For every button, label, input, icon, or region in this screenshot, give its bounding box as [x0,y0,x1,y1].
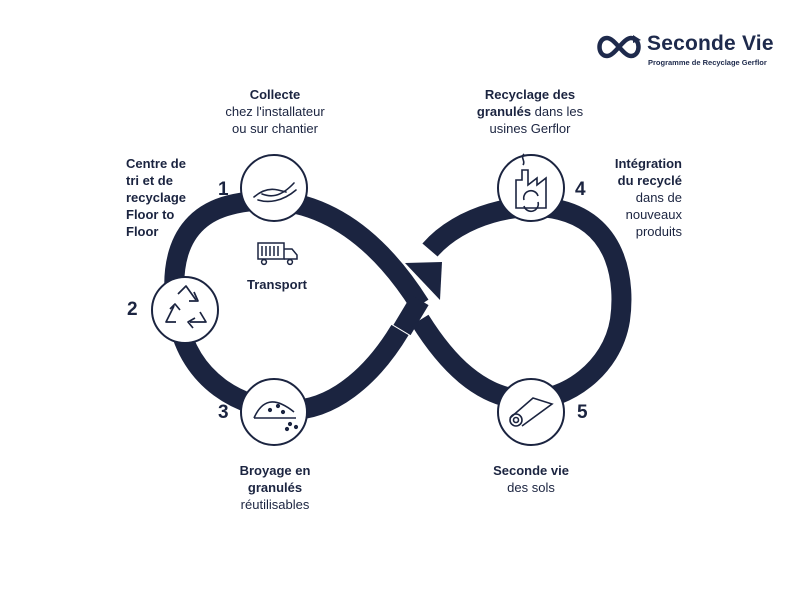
transport-label: Transport [247,277,307,292]
step-5-label: Seconde vie des sols [470,462,592,496]
step-4-title-after: dans les [531,104,584,119]
step-1-line2: ou sur chantier [232,121,318,136]
step-3-number: 3 [218,402,229,423]
step-5-number: 5 [577,402,588,423]
logo-subtitle: Programme de Recyclage Gerflor [648,58,767,67]
truck-icon [257,242,298,266]
step-2-title-line4: Floor to [126,207,175,222]
logo-title: Seconde Vie [647,32,774,55]
step-4-label: Recyclage des granulés dans les usines G… [455,86,605,137]
integration-line4: nouveaux [625,207,682,222]
floor-roll-icon [509,397,554,427]
step-circle-4 [497,154,565,222]
integration-line3: dans de [635,190,682,205]
step-1-title: Collecte [249,87,301,102]
recycle-icon [165,285,207,329]
hand-icon [253,182,297,203]
step-2-title-line1: Centre de [126,156,186,171]
step-3-title-line1: Broyage en [239,463,311,478]
step-3-label: Broyage en granulés réutilisables [215,462,335,513]
step-2-number: 2 [127,299,138,320]
step-2-title-line3: recyclage [126,190,186,205]
step-1-number: 1 [218,179,229,200]
step-4-number: 4 [575,179,586,200]
infinity-logo-icon [597,35,641,59]
step-circle-5 [497,378,565,446]
step-4-title-line2: granulés [476,104,532,119]
factory-recycle-icon [515,153,547,213]
step-2-label: Centre de tri et de recyclage Floor to F… [126,155,206,240]
integration-label: Intégration du recyclé dans de nouveaux … [598,155,682,240]
step-4-title-line1: Recyclage des [484,87,576,102]
granules-pile-icon [253,401,299,432]
step-2-title-line2: tri et de [126,173,173,188]
step-1-label: Collecte chez l'installateur ou sur chan… [205,86,345,137]
step-circle-2 [151,276,219,344]
integration-title-line1: Intégration [614,156,682,171]
step-4-line3: usines Gerflor [489,121,571,136]
integration-line5: produits [635,224,682,239]
step-3-title-line2: granulés [247,480,303,495]
step-circle-1 [240,154,308,222]
loop-arrowhead [405,262,442,300]
step-circle-3 [240,378,308,446]
step-2-title-line5: Floor [126,224,159,239]
step-5-title: Seconde vie [493,463,569,478]
integration-title-line2: du recyclé [617,173,682,188]
step-3-line3: réutilisables [240,497,310,512]
step-5-line2: des sols [507,480,555,495]
infinity-loop [164,190,632,421]
step-1-line1: chez l'installateur [225,104,325,119]
